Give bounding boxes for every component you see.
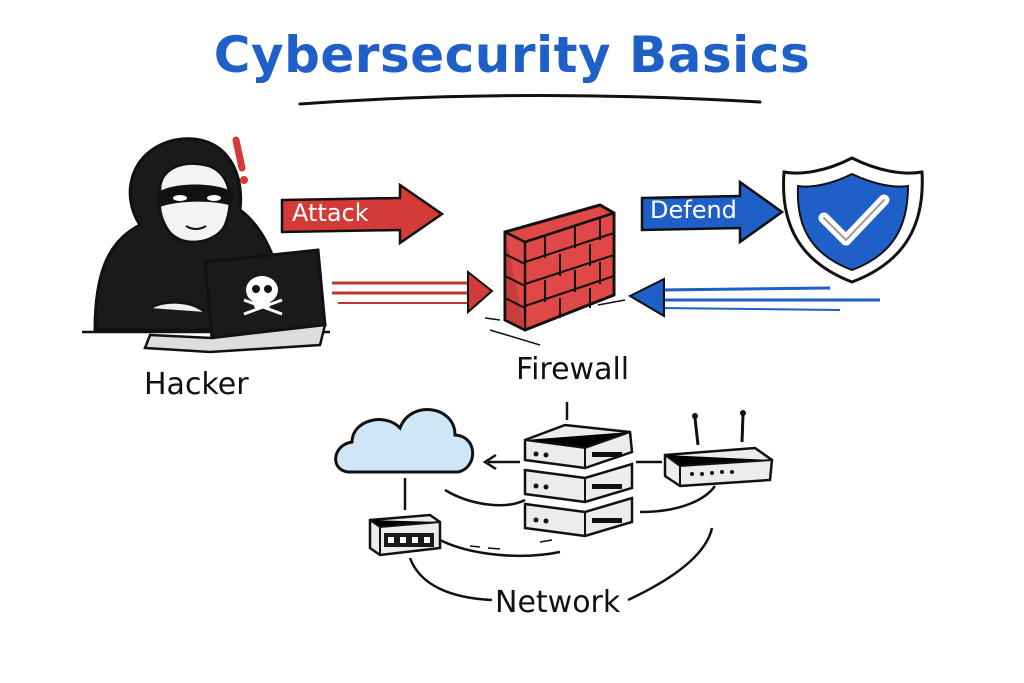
network-links [408, 485, 717, 602]
attack-label: Attack [292, 199, 369, 227]
brick-wall-icon [484, 203, 626, 346]
server-to-cloud-arrow [482, 453, 520, 471]
defend-line-arrow [627, 277, 880, 318]
hacker-label: Hacker [144, 367, 249, 402]
attack-line-arrow [332, 269, 494, 315]
skull-icon [243, 276, 283, 316]
attack-arrow [280, 182, 445, 246]
cloud-icon [334, 408, 475, 474]
server-stack-icon [523, 423, 634, 538]
network-switch-icon [368, 513, 442, 557]
page-title: Cybersecurity Basics [213, 26, 811, 84]
firewall-label: Firewall [516, 352, 630, 387]
exclamation-icon [232, 136, 248, 184]
defend-label: Defend [650, 196, 737, 224]
defend-arrow [640, 179, 785, 245]
title-underline [298, 93, 762, 106]
network-label: Network [495, 585, 621, 620]
shield-check-icon [782, 156, 924, 284]
router-icon [663, 410, 774, 488]
